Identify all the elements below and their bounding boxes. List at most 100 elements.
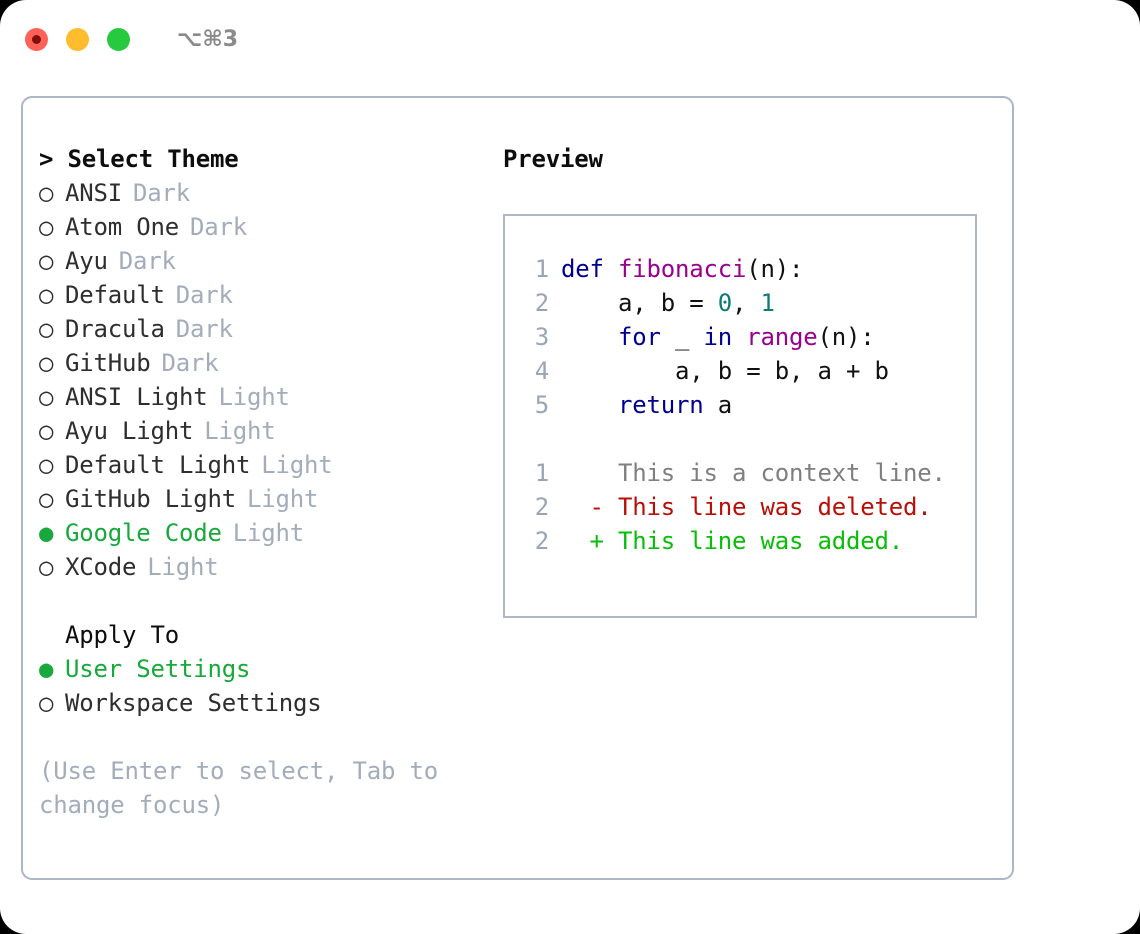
code-token-num: 1: [760, 289, 775, 317]
theme-option-label: Default: [65, 281, 165, 309]
apply-to-option-user-settings[interactable]: ● User Settings: [39, 652, 479, 686]
radio-selected-icon: ●: [39, 655, 54, 683]
code-line-number: 4: [534, 357, 549, 385]
theme-option-default[interactable]: ○ Default Dark: [39, 278, 479, 312]
code-token-pl: a: [703, 391, 732, 419]
radio-unselected-icon: ○: [39, 179, 54, 207]
code-line-number: 2: [534, 289, 549, 317]
code-token-kw: in: [703, 323, 733, 351]
theme-option-label: GitHub: [65, 349, 151, 377]
theme-option-label: Dracula: [65, 315, 165, 343]
radio-unselected-icon: ○: [39, 247, 54, 275]
diff-line-number: 1: [534, 459, 549, 487]
diff-marker: [561, 456, 618, 490]
code-token-pl: ,: [732, 289, 761, 317]
code-line: 2 a, b = 0, 1: [523, 286, 975, 320]
radio-unselected-icon: ○: [39, 213, 54, 241]
code-token-pl: _: [660, 323, 704, 351]
code-token-pl: (n):: [817, 323, 875, 351]
apply-to-option-workspace-settings[interactable]: ○ Workspace Settings: [39, 686, 479, 720]
radio-unselected-icon: ○: [39, 485, 54, 513]
radio-unselected-icon: ○: [39, 553, 54, 581]
theme-option-variant: Light: [247, 485, 319, 513]
diff-line-del: 2 - This line was deleted.: [523, 490, 975, 524]
diff-line-number: 2: [534, 527, 549, 555]
theme-option-github[interactable]: ○ GitHub Dark: [39, 346, 479, 380]
radio-unselected-icon: ○: [39, 689, 54, 717]
code-line-content: return a: [561, 388, 732, 422]
theme-option-atom-one[interactable]: ○ Atom One Dark: [39, 210, 479, 244]
theme-option-variant: Light: [261, 451, 333, 479]
diff-marker: +: [561, 527, 618, 555]
diff-line-number: 2: [534, 493, 549, 521]
radio-unselected-icon: ○: [39, 451, 54, 479]
theme-option-label: Ayu Light: [65, 417, 194, 445]
code-line-number: 5: [534, 391, 549, 419]
code-diff-separator: [523, 422, 975, 456]
select-theme-title: > Select Theme: [39, 145, 239, 173]
radio-unselected-icon: ○: [39, 383, 54, 411]
theme-option-variant: Dark: [190, 213, 247, 241]
record-dot-icon: [32, 34, 41, 44]
radio-unselected-icon: ○: [39, 281, 54, 309]
theme-option-variant: Dark: [175, 281, 233, 309]
title-bar: ⌥⌘3: [0, 0, 1140, 78]
theme-option-variant: Light: [147, 553, 219, 581]
code-token-pl: [732, 323, 746, 351]
diff-sample: 1 This is a context line.2 - This line w…: [523, 456, 975, 558]
theme-option-variant: Light: [232, 519, 304, 547]
radio-unselected-icon: ○: [39, 349, 54, 377]
diff-line-ctx: 1 This is a context line.: [523, 456, 975, 490]
apply-to-option-label: Workspace Settings: [65, 689, 322, 717]
theme-option-variant: Light: [218, 383, 290, 411]
theme-option-ayu[interactable]: ○ Ayu Dark: [39, 244, 479, 278]
code-line: 4 a, b = b, a + b: [523, 354, 975, 388]
theme-option-variant: Dark: [133, 179, 190, 207]
theme-option-label: Atom One: [65, 213, 179, 241]
diff-line-content: This line was added.: [618, 527, 903, 555]
code-line-number: 3: [534, 323, 549, 351]
theme-option-label: Ayu: [65, 247, 108, 275]
code-line: 3 for _ in range(n):: [523, 320, 975, 354]
panel-spacer: [39, 584, 479, 618]
code-line-content: a, b = b, a + b: [561, 354, 889, 388]
code-token-kw: def: [561, 255, 618, 283]
apply-to-list: ● User Settings ○ Workspace Settings: [39, 652, 479, 720]
code-token-kw: return: [618, 391, 704, 419]
code-token-pl: a, b = b, a + b: [561, 357, 889, 385]
theme-option-variant: Light: [204, 417, 276, 445]
theme-option-variant: Dark: [161, 349, 219, 377]
theme-option-label: ANSI: [65, 179, 122, 207]
close-button[interactable]: [25, 27, 48, 51]
theme-option-variant: Dark: [118, 247, 176, 275]
code-line-number: 1: [534, 255, 549, 283]
apply-to-option-label: User Settings: [65, 655, 251, 683]
diff-line-add: 2 + This line was added.: [523, 524, 975, 558]
theme-option-variant: Dark: [175, 315, 233, 343]
theme-option-ansi[interactable]: ○ ANSI Dark: [39, 176, 479, 210]
diff-line-content: This is a context line.: [618, 459, 946, 487]
code-token-pl: [561, 323, 618, 351]
code-token-fn: fibonacci: [618, 255, 747, 283]
radio-selected-icon: ●: [39, 519, 54, 547]
maximize-button[interactable]: [107, 27, 130, 51]
keyboard-shortcut-label: ⌥⌘3: [177, 26, 239, 52]
apply-to-title: Apply To: [65, 621, 179, 649]
keyboard-hint-text: (Use Enter to select, Tab to change focu…: [39, 757, 438, 819]
minimize-button[interactable]: [66, 27, 89, 51]
code-token-kw: for: [618, 323, 661, 351]
